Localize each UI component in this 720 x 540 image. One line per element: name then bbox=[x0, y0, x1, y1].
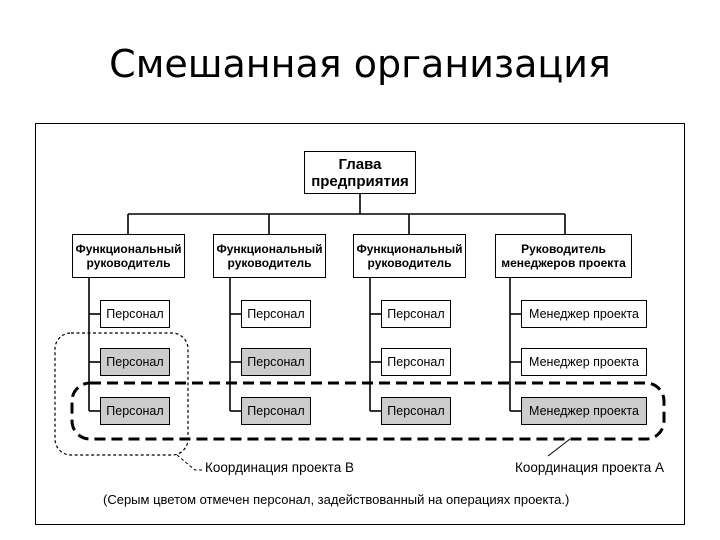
coordination-a-label: Координация проекта А bbox=[515, 460, 664, 475]
staff-box-c1-r1: Персонал bbox=[100, 300, 170, 328]
pm-box-r3: Менеджер проекта bbox=[521, 397, 647, 425]
staff-box-c3-r1: Персонал bbox=[381, 300, 451, 328]
staff-box-c3-r3: Персонал bbox=[381, 397, 451, 425]
manager-box-3: Функциональный руководитель bbox=[353, 234, 466, 278]
staff-box-c2-r3: Персонал bbox=[241, 397, 311, 425]
staff-box-c2-r1: Персонал bbox=[241, 300, 311, 328]
coordination-b-outline bbox=[54, 332, 189, 456]
staff-box-c1-r2: Персонал bbox=[100, 348, 170, 376]
legend-note: (Серым цветом отмечен персонал, задейств… bbox=[103, 492, 570, 507]
manager-box-2: Функциональный руководитель bbox=[213, 234, 326, 278]
coordination-a-pointer bbox=[547, 438, 571, 457]
coordination-a-outline bbox=[70, 381, 666, 441]
diagram-frame bbox=[35, 123, 685, 525]
staff-box-c2-r2: Персонал bbox=[241, 348, 311, 376]
head-box: Глава предприятия bbox=[304, 151, 416, 194]
staff-box-c1-r3: Персонал bbox=[100, 397, 170, 425]
staff-box-c3-r2: Персонал bbox=[381, 348, 451, 376]
pm-box-r1: Менеджер проекта bbox=[521, 300, 647, 328]
slide-title: Смешанная организация bbox=[109, 42, 611, 86]
manager-box-4: Руководитель менеджеров проекта bbox=[495, 234, 632, 278]
coordination-b-label: Координация проекта В bbox=[205, 460, 354, 475]
pm-box-r2: Менеджер проекта bbox=[521, 348, 647, 376]
coordination-b-pointer bbox=[176, 454, 202, 471]
manager-box-1: Функциональный руководитель bbox=[72, 234, 185, 278]
